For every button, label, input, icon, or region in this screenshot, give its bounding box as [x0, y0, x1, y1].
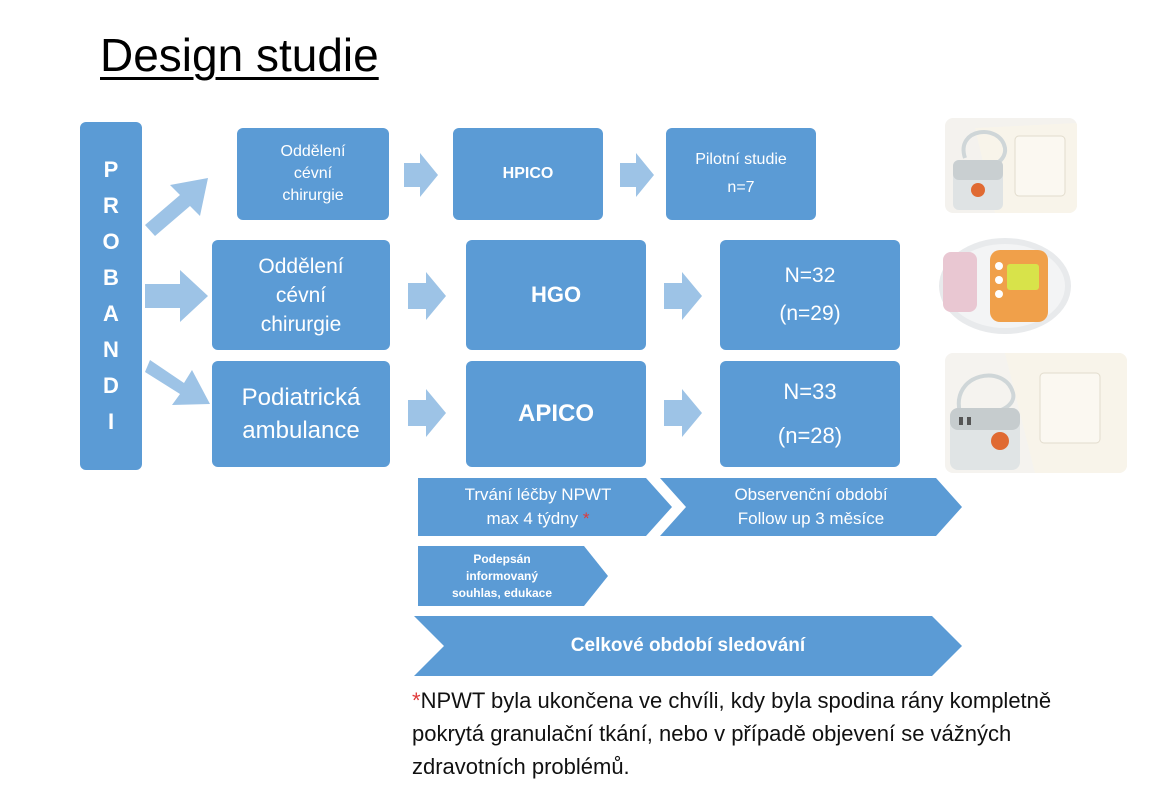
footnote-star: *: [412, 688, 421, 713]
arrow-probandi-row3: [145, 360, 210, 405]
row2-result-line: (n=29): [779, 302, 841, 325]
probandi-letter: R: [103, 193, 119, 218]
consent-line: Podepsán: [473, 551, 531, 566]
consent-line: souhlas, edukace: [451, 585, 553, 600]
total-line: Celkové období sledování: [570, 635, 806, 656]
treatment-duration-label: Trvání léčby NPWT max 4 týdny *: [418, 478, 658, 536]
consent-label: Podepsán informovaný souhlas, edukace: [418, 546, 586, 606]
observation-period-label: Observenční období Follow up 3 měsíce: [686, 478, 936, 536]
footnote: *NPWT byla ukončena ve chvíli, kdy byla …: [412, 684, 1092, 783]
footnote-text: NPWT byla ukončena ve chvíli, kdy byla s…: [412, 688, 1052, 779]
device-image-apico: [945, 353, 1127, 473]
observation-line: Follow up 3 měsíce: [737, 509, 885, 528]
row3-device-label: APICO: [517, 400, 594, 427]
arrow-row1-a: [404, 153, 438, 197]
row1-device-box: HPICO: [453, 128, 603, 220]
arrow-row1-b: [620, 153, 654, 197]
row3-result-line: (n=28): [777, 423, 843, 448]
row3-result-box: N=33 (n=28): [720, 361, 900, 467]
probandi-letter: D: [103, 373, 119, 398]
row3-device-box: APICO: [466, 361, 646, 467]
probandi-letter: O: [102, 229, 120, 254]
treatment-star: *: [582, 509, 590, 528]
row1-dept-line: Oddělení: [280, 143, 346, 160]
observation-arrow-shape: [660, 478, 962, 536]
device-image-hgo: [935, 232, 1075, 337]
consent-line: informovaný: [465, 568, 538, 583]
row2-result-box: N=32 (n=29): [720, 240, 900, 350]
row2-dept-line: chirurgie: [260, 312, 342, 336]
row3-dept-line: ambulance: [242, 417, 360, 444]
device-image-hpico: [945, 118, 1077, 213]
probandi-box: P R O B A N D I: [80, 122, 142, 470]
row1-result-box: Pilotní studie n=7: [666, 128, 816, 220]
row1-result-line: Pilotní studie: [695, 151, 787, 168]
row3-dept-line: Podiatrická: [241, 384, 361, 411]
arrow-row3-b: [664, 389, 702, 437]
arrow-probandi-row1: [145, 178, 208, 236]
probandi-letter: B: [103, 265, 119, 290]
probandi-letter: P: [103, 157, 119, 182]
arrow-row2-b: [664, 272, 702, 320]
arrow-row3-a: [408, 389, 446, 437]
row2-device-box: HGO: [466, 240, 646, 350]
row3-result-line: N=33: [783, 379, 837, 404]
observation-line: Observenční období: [734, 485, 888, 504]
arrow-probandi-row2: [145, 270, 208, 322]
row2-dept-line: Oddělení: [258, 254, 344, 278]
treatment-arrow-shape: [418, 478, 672, 536]
total-period-label: Celkové období sledování: [444, 616, 932, 676]
arrow-row2-a: [408, 272, 446, 320]
treatment-line-2: max 4 týdny *: [486, 507, 589, 531]
row2-result-line: N=32: [784, 264, 836, 287]
row1-device-label: HPICO: [502, 165, 554, 182]
row1-dept-box: Oddělení cévní chirurgie: [237, 128, 389, 220]
row2-dept-line: cévní: [275, 283, 327, 307]
treatment-line: Trvání léčby NPWT: [464, 485, 612, 504]
probandi-letter: A: [103, 301, 119, 326]
row3-dept-box: Podiatrická ambulance: [212, 361, 390, 467]
row1-result-line: n=7: [727, 179, 755, 196]
total-arrow-shape: [414, 616, 962, 676]
row2-device-label: HGO: [530, 282, 582, 307]
row2-dept-box: Oddělení cévní chirurgie: [212, 240, 390, 350]
consent-arrow-shape: [418, 546, 608, 606]
page-title: Design studie: [100, 29, 379, 81]
probandi-letter: I: [107, 409, 115, 434]
row1-dept-line: chirurgie: [282, 187, 344, 204]
probandi-letter: N: [103, 337, 119, 362]
treatment-line: max 4 týdny: [486, 509, 579, 528]
row1-dept-line: cévní: [293, 165, 333, 182]
